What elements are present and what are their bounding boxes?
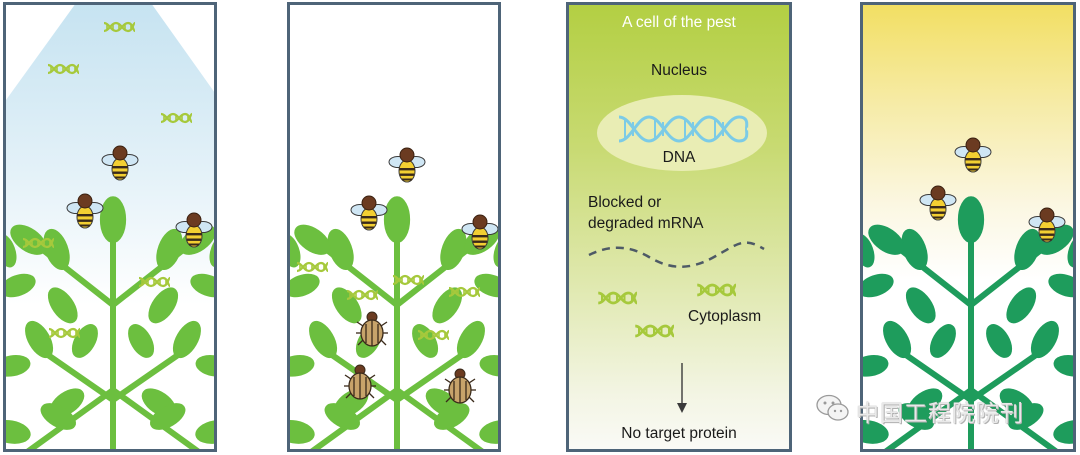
mrna-label-line1: Blocked or: [588, 194, 662, 211]
mrna-label: Blocked or degraded mRNA: [588, 192, 703, 234]
spray-scene: [6, 5, 214, 452]
pest-scene: [290, 147, 501, 452]
plant-icon: [290, 197, 501, 452]
nucleus-label: Nucleus: [651, 62, 707, 79]
honeybee-icon: [954, 137, 992, 173]
dsrna-icon: [633, 324, 676, 338]
honeybee-icon: [350, 195, 388, 231]
dsrna-icon: [391, 274, 426, 286]
healthy-plant-panel: [860, 2, 1076, 452]
dsrna-icon: [295, 261, 330, 273]
dsrna-icon: [137, 276, 172, 288]
nucleus-shape: [597, 95, 767, 171]
dsrna-icon: [345, 289, 380, 301]
dna-label: DNA: [662, 149, 696, 166]
watermark: 中国工程院院刊: [814, 393, 1044, 426]
dsrna-icon: [102, 21, 137, 33]
dsrna-icon: [46, 63, 81, 75]
watermark-text: 中国工程院院刊: [856, 400, 1024, 426]
dsrna-icon: [695, 283, 738, 297]
honeybee-icon: [919, 185, 957, 221]
down-arrow-icon: [677, 363, 687, 413]
dsrna-icon: [416, 329, 451, 341]
wechat-icon: [816, 394, 849, 421]
pest-feeding-panel: [287, 2, 501, 452]
dsrna-icon: [596, 291, 639, 305]
dna-helix-icon: [618, 115, 749, 143]
cell-panel: A cell of the pest Nucleus DNA Blocked o…: [566, 2, 792, 452]
mrna-strand: [588, 241, 765, 268]
healthy-scene: [863, 137, 1076, 452]
mrna-label-line2: degraded mRNA: [588, 215, 704, 232]
honeybee-icon: [388, 147, 426, 183]
dsrna-icon: [159, 112, 194, 124]
cell-title: A cell of the pest: [622, 14, 736, 31]
cytoplasm-label: Cytoplasm: [688, 308, 762, 325]
dsrna-icon: [47, 327, 82, 339]
cell-scene: [588, 95, 767, 413]
outcome-label: No target protein: [621, 425, 737, 442]
dsrna-icon: [447, 286, 482, 298]
spray-panel: [3, 2, 217, 452]
dsrna-icon: [21, 237, 56, 249]
